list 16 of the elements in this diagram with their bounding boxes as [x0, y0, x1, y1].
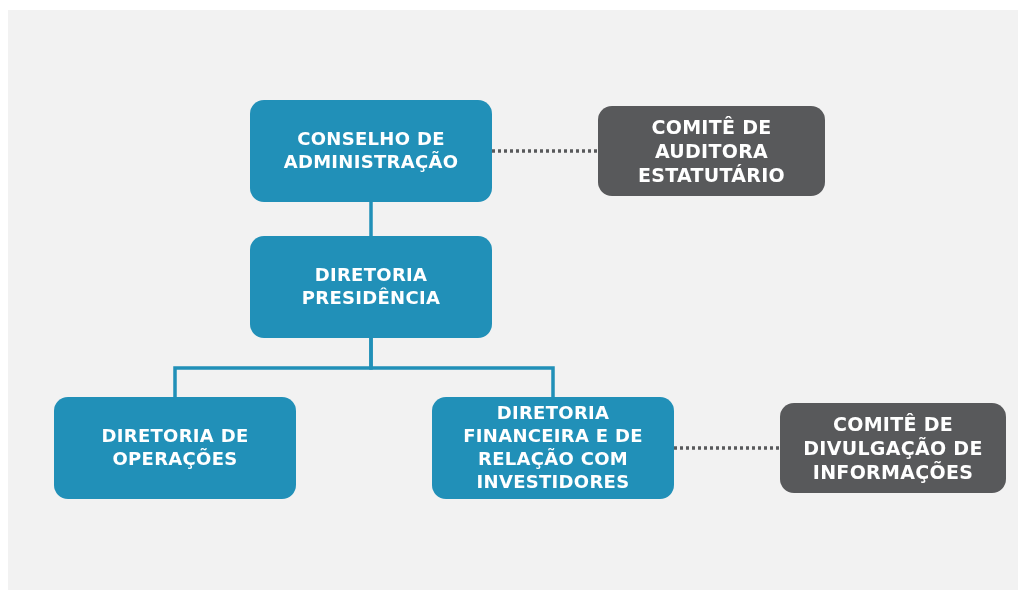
- department-box: [432, 397, 674, 499]
- committee-box: [780, 403, 1006, 493]
- box-label: CONSELHO DE ADMINISTRAÇÃO: [282, 128, 460, 174]
- box-label: DIRETORIA PRESIDÊNCIA: [300, 264, 442, 310]
- box-label: DIRETORIA FINANCEIRA E DE RELAÇÃO COM INVESTIDORES: [462, 402, 644, 494]
- department-box: [54, 397, 296, 499]
- box-label: COMITÊ DE DIVULGAÇÃO DE INFORMAÇÕES: [802, 411, 984, 485]
- department-box: [250, 236, 492, 338]
- dotted-connector: [492, 149, 598, 153]
- connector-line: [369, 202, 373, 236]
- department-box: [250, 100, 492, 202]
- dotted-connector: [674, 446, 780, 450]
- connector-line: [369, 338, 555, 397]
- box-label: COMITÊ DE AUDITORA ESTATUTÁRIO: [636, 114, 787, 188]
- committee-box: [598, 106, 825, 196]
- box-label: DIRETORIA DE OPERAÇÕES: [100, 425, 250, 471]
